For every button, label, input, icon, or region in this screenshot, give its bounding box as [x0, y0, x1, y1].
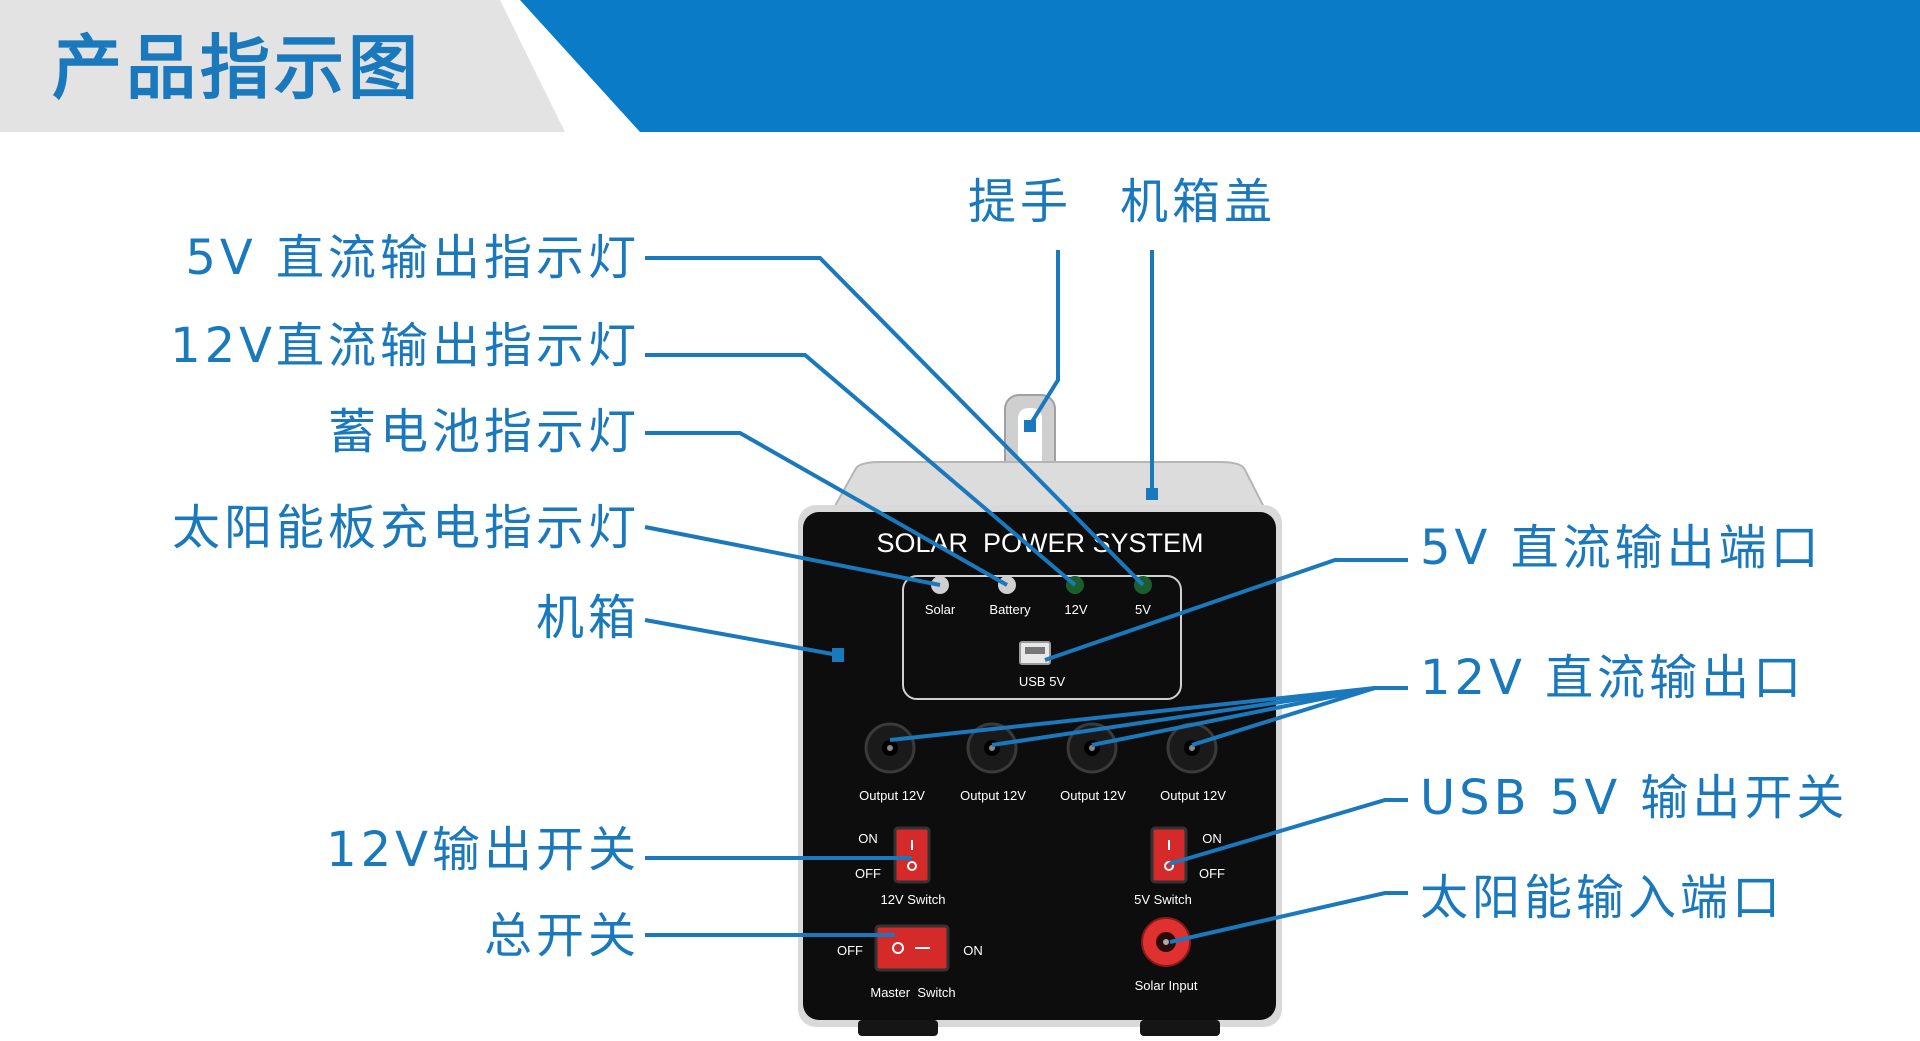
- led-label-5v: 5V: [1135, 602, 1151, 617]
- dc-output-2: [966, 722, 1018, 774]
- leader-led-12v: [645, 353, 1077, 587]
- foot-right: [1140, 1020, 1220, 1036]
- switch-12v-label: 12V Switch: [880, 892, 945, 907]
- endpoint-chassis: [832, 648, 844, 662]
- label-usb-port: 5V 直流输出端口: [1420, 520, 1823, 576]
- leader-handle: [1028, 250, 1060, 427]
- dc-output-4: [1166, 722, 1218, 774]
- sw12-off-label: OFF: [855, 866, 881, 881]
- led-label-12v: 12V: [1064, 602, 1087, 617]
- leader-chassis: [644, 618, 839, 657]
- switch-12v: [893, 826, 931, 884]
- master-off-label: OFF: [837, 943, 863, 958]
- leader-lines: [644, 250, 1408, 944]
- output-label-4: Output 12V: [1160, 788, 1226, 803]
- master-switch-label: Master Switch: [870, 985, 955, 1000]
- leader-led-solar: [644, 525, 941, 587]
- master-switch: [874, 924, 950, 972]
- front-panel: [803, 512, 1276, 1020]
- leader-dc-4: [1191, 686, 1376, 747]
- header-grey-tab: [0, 0, 565, 132]
- switch-5v-label: 5V Switch: [1134, 892, 1192, 907]
- output-label-2: Output 12V: [960, 788, 1026, 803]
- leader-dc-3: [1091, 686, 1376, 747]
- led-window: [902, 575, 1182, 700]
- label-dc-ports: 12V 直流输出口: [1420, 650, 1806, 706]
- led-label-solar: Solar: [925, 602, 956, 617]
- label-led-12v: 12V直流输出指示灯: [170, 318, 640, 374]
- sw5-off-label: OFF: [1199, 866, 1225, 881]
- sw12-on-label: ON: [858, 831, 878, 846]
- output-label-1: Output 12V: [859, 788, 925, 803]
- master-on-label: ON: [963, 943, 983, 958]
- leader-usb-port: [1044, 558, 1408, 662]
- label-master-switch: 总开关: [483, 908, 640, 964]
- leader-dc-2: [991, 686, 1376, 747]
- leader-led-battery: [645, 431, 1008, 587]
- output-label-3: Output 12V: [1060, 788, 1126, 803]
- switch-5v: [1150, 826, 1188, 884]
- label-solar-input: 太阳能输入端口: [1420, 870, 1785, 926]
- header-banner: [0, 0, 1920, 132]
- leader-solar-input: [1169, 891, 1408, 944]
- led-label-battery: Battery: [989, 602, 1031, 617]
- dc-output-1: [864, 722, 916, 774]
- solar-input-label: Solar Input: [1135, 978, 1198, 993]
- usb-label: USB 5V: [1019, 674, 1066, 689]
- endpoint-handle: [1024, 420, 1036, 432]
- header-blue-bar: [520, 0, 1920, 132]
- usb-port-tongue: [1025, 647, 1045, 654]
- leader-usb-switch: [1168, 798, 1408, 866]
- foot-left: [858, 1020, 938, 1036]
- endpoint-lid: [1146, 488, 1158, 500]
- leader-led-5v: [645, 256, 1145, 587]
- label-switch-12v: 12V输出开关: [326, 822, 640, 878]
- label-usb-switch: USB 5V 输出开关: [1420, 770, 1849, 826]
- label-chassis: 机箱: [535, 590, 640, 646]
- header-title: 产品指示图: [52, 27, 422, 109]
- label-handle: 提手: [968, 174, 1073, 230]
- label-led-solar: 太阳能板充电指示灯: [171, 500, 640, 556]
- label-lid: 机箱盖: [1120, 174, 1277, 230]
- label-led-battery: 蓄电池指示灯: [327, 404, 640, 460]
- sw5-on-label: ON: [1202, 831, 1222, 846]
- dc-output-3: [1066, 722, 1118, 774]
- label-led-5v: 5V 直流输出指示灯: [185, 230, 640, 286]
- leader-endpoints: [832, 420, 1158, 662]
